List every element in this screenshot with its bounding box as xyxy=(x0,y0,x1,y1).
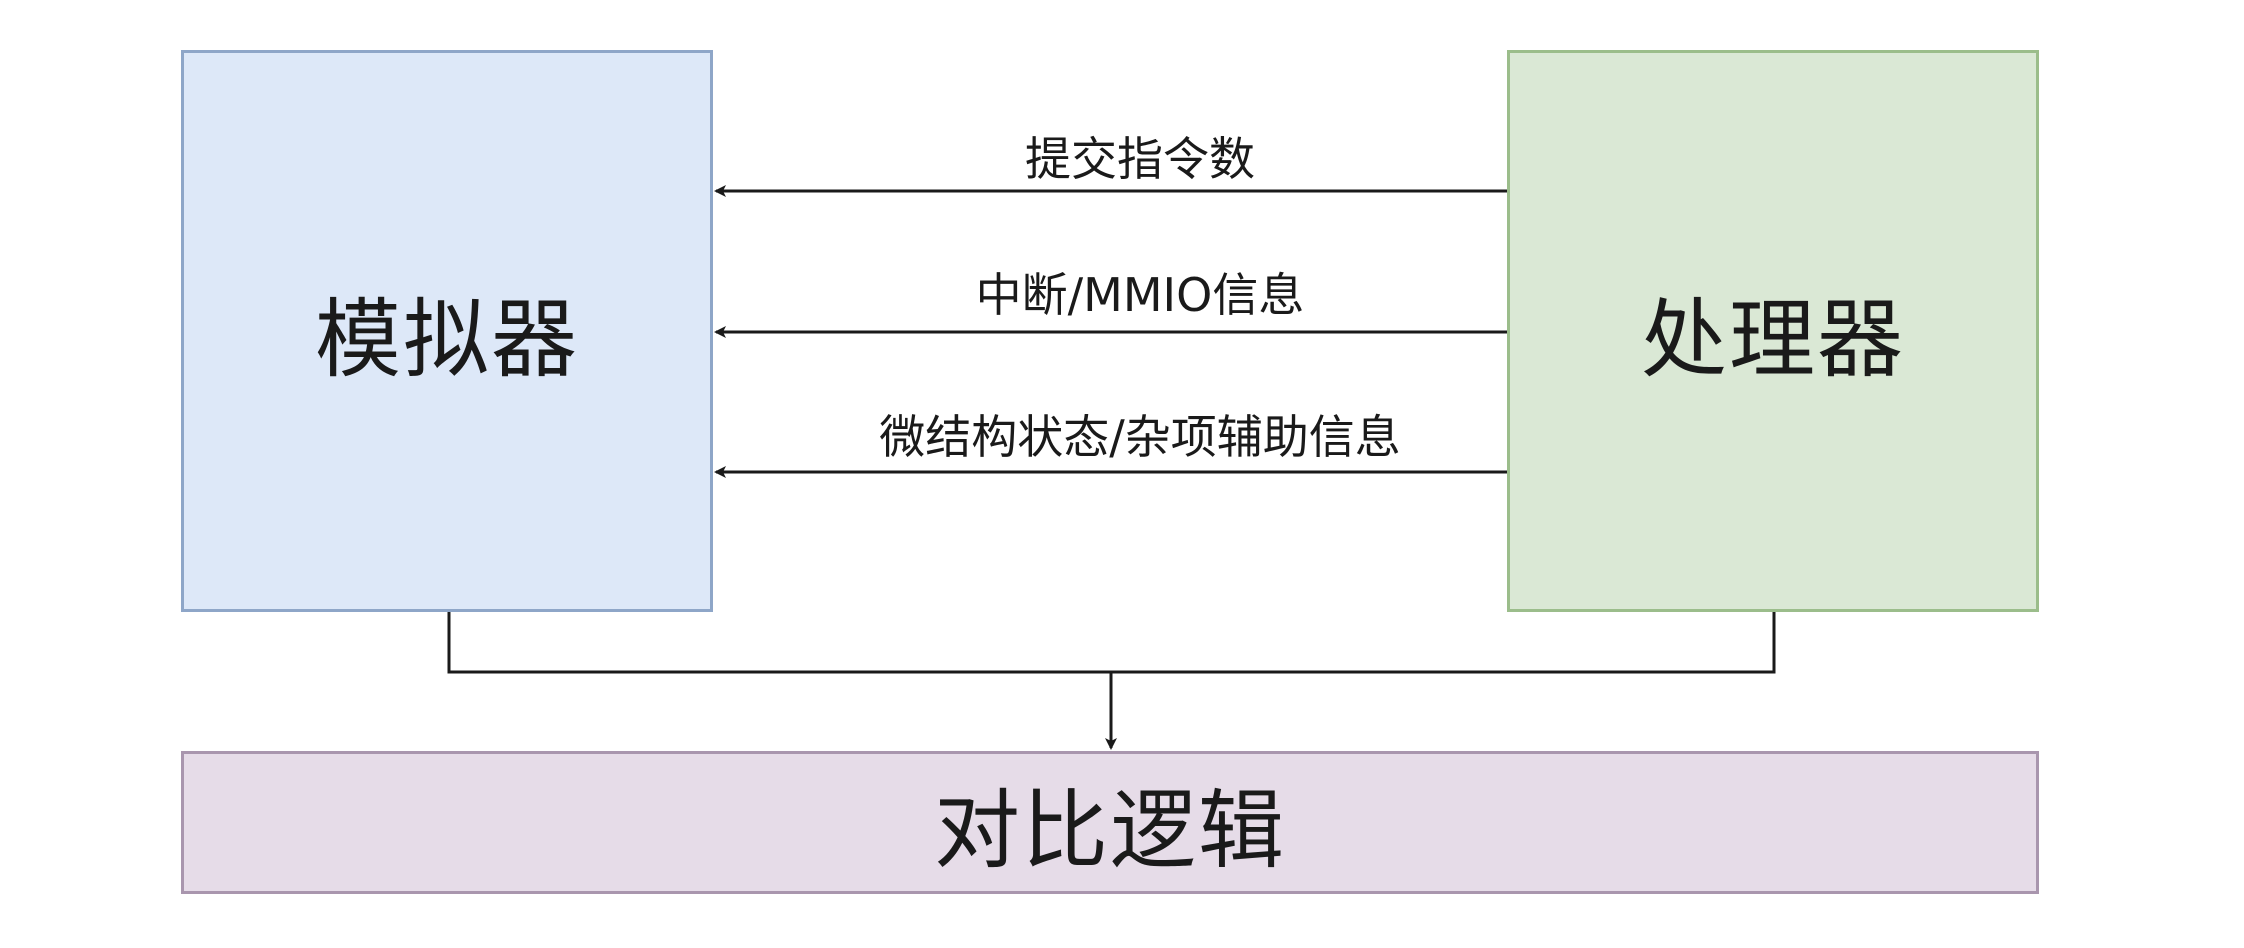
processor-node: 处理器 xyxy=(1507,50,2039,612)
edge-uarch-label: 微结构状态/杂项辅助信息 xyxy=(879,410,1401,464)
edge-commit-label: 提交指令数 xyxy=(1025,132,1255,186)
simulator-label: 模拟器 xyxy=(315,289,579,390)
processor-label: 处理器 xyxy=(1641,289,1905,390)
compare-logic-label: 对比逻辑 xyxy=(934,781,1286,881)
simulator-node: 模拟器 xyxy=(181,50,713,612)
edge-interrupt-label: 中断/MMIO信息 xyxy=(975,268,1305,322)
edge-merge-connector xyxy=(447,612,1776,674)
compare-logic-node: 对比逻辑 xyxy=(181,751,2039,894)
